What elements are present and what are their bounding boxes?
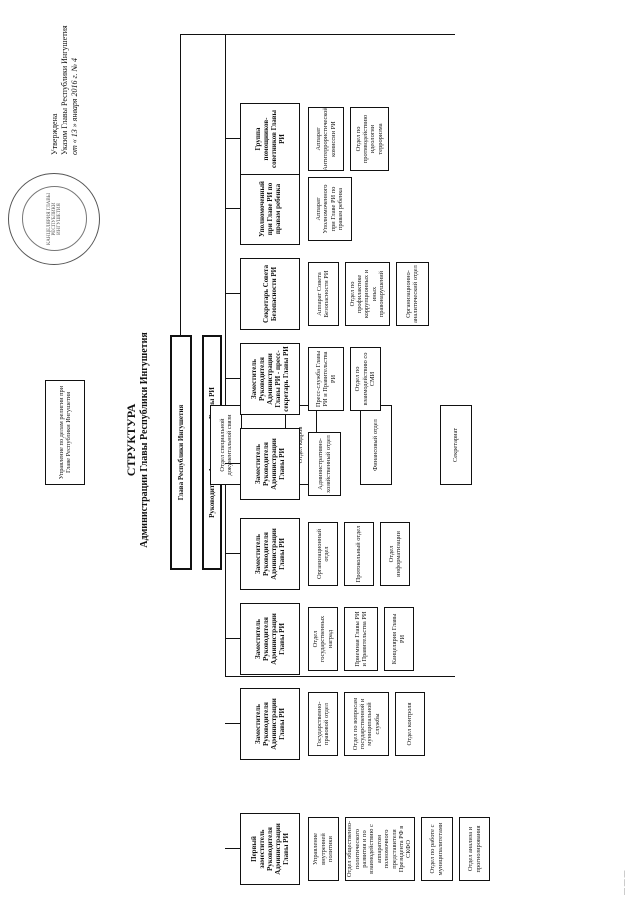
right-vertical-line: [180, 34, 455, 35]
document-title: СТРУКТУРА Администрации Главы Республики…: [124, 275, 150, 605]
column-8-item-0: Аппарат Антитеррористической комиссии РИ: [308, 107, 344, 171]
column-head-2: Заместитель Руководителя Администрации Г…: [240, 603, 300, 675]
column-item-label: Отдел информатизации: [387, 531, 402, 577]
column-head-1: Заместитель Руководителя Администрации Г…: [240, 688, 300, 760]
column-0-item-2: Отдел по работе с муниципалитетами: [420, 817, 454, 881]
head-bus-line: [180, 35, 181, 335]
column-item-label: Отдел по профилактике коррупционных и ин…: [348, 269, 386, 319]
column-head-label: Группа помощников-советников Главы РИ: [253, 110, 287, 168]
column-2-item-2: Канцелярия Главы РИ: [383, 607, 414, 671]
column-item-label: Отдел по взаимодействию со СМИ: [354, 352, 376, 406]
column-item-label: Государственно-правовой отдел: [315, 701, 330, 747]
column-head-label: Первый заместитель Руководителя Админист…: [249, 823, 291, 875]
column-3-item-2: Отдел информатизации: [380, 522, 410, 586]
column-5-item-0: Пресс-служба Главы РИ и Правительства РИ: [308, 347, 344, 411]
column-head-0: Первый заместитель Руководителя Админист…: [240, 813, 300, 885]
title-line-2: Администрации Главы Республики Ингушетия: [139, 332, 150, 548]
bottom-religion: Управление по делам религии при Главе Ре…: [45, 380, 85, 485]
column-6-item-2: Организационно-аналитический отдел: [395, 262, 429, 326]
column-item-label: Отдел общественно-политического развития…: [346, 820, 413, 878]
column-head-7: Уполномоченный при Главе РИ по правам ре…: [240, 173, 300, 245]
column-7-item-0: Аппарат Уполномоченного при Главе РИ по …: [308, 177, 352, 241]
column-item-label: Приемная Главы РИ и Правительства РИ: [353, 611, 368, 667]
column-head-label: Заместитель Руководителя Администрации Г…: [253, 438, 287, 490]
column-head-6: Секретарь Совета Безопасности РИ: [240, 258, 300, 330]
column-item-label: Канцелярия Главы РИ: [391, 613, 406, 665]
scan-marks: — — —: [620, 870, 628, 896]
column-connector: [225, 378, 240, 379]
approval-block: Утверждена Указом Главы Республики Ингуш…: [50, 0, 80, 155]
bottom-special-comms-label: Отдел специальной документальной связи: [218, 414, 233, 476]
column-head-5: Заместитель Руководителя Администрации Г…: [240, 343, 300, 415]
seal-text: КАНЦЕЛЯРИЯ ГЛАВЫ РЕСПУБЛИКИ ИНГУШЕТИЯ: [46, 192, 62, 246]
column-item-label: Управление внутренней политики: [312, 832, 334, 866]
column-1-item-2: Отдел контроля: [394, 692, 425, 756]
column-head-4: Заместитель Руководителя Администрации Г…: [240, 428, 300, 500]
column-item-label: Отдел по противодействию идеологии терро…: [354, 114, 384, 164]
column-item-label: Аппарат Уполномоченного при Главе РИ по …: [315, 184, 345, 234]
column-connector: [225, 463, 240, 464]
head-of-republic-label: Глава Республики Ингушетия: [176, 404, 185, 501]
column-item-label: Отдел по работе с муниципалитетами: [429, 822, 444, 876]
column-2-item-0: Отдел государственных наград: [308, 607, 338, 671]
column-4-item-0: Административно-хозяйственный отдел: [308, 432, 342, 496]
column-item-label: Аппарат Совета Безопасности РИ: [315, 270, 331, 318]
title-line-1: СТРУКТУРА: [124, 403, 138, 477]
column-5-item-1: Отдел по взаимодействию со СМИ: [350, 347, 381, 411]
bottom-finance: Финансовый отдел: [360, 405, 392, 485]
column-0-item-3: Отдел анализа и прогнозирования: [459, 817, 491, 881]
column-item-label: Пресс-служба Главы РИ и Правительства РИ: [314, 350, 337, 408]
bottom-secretariat-label: Секретариат: [452, 427, 460, 463]
column-8-item-1: Отдел по противодействию идеологии терро…: [350, 107, 389, 171]
column-head-label: Заместитель Руководителя Администрации Г…: [249, 346, 291, 412]
column-3-item-1: Протокольный отдел: [344, 522, 374, 586]
column-0-item-1: Отдел общественно-политического развития…: [344, 817, 415, 881]
column-item-label: Отдел анализа и прогнозирования: [467, 825, 482, 873]
column-head-3: Заместитель Руководителя Администрации Г…: [240, 518, 300, 590]
bottom-special-comms: Отдел специальной документальной связи: [210, 405, 242, 485]
column-item-label: Организационно-аналитический отдел: [404, 265, 420, 323]
approval-line-2: Указом Главы Республики Ингушетия: [60, 25, 69, 155]
column-connector: [225, 638, 240, 639]
column-connector: [225, 553, 240, 554]
column-connector: [225, 138, 240, 139]
column-connector: [225, 848, 240, 849]
seal-inner-ring: КАНЦЕЛЯРИЯ ГЛАВЫ РЕСПУБЛИКИ ИНГУШЕТИЯ: [21, 186, 87, 252]
admin-bus-line: [225, 35, 226, 677]
approval-line-1: Утверждена: [50, 113, 59, 155]
bottom-religion-label: Управление по делам религии при Главе Ре…: [57, 385, 72, 480]
column-connector: [225, 293, 240, 294]
column-head-label: Уполномоченный при Главе РИ по правам ре…: [257, 181, 283, 237]
column-head-label: Заместитель Руководителя Администрации Г…: [253, 698, 287, 750]
head-of-republic-box: Глава Республики Ингушетия: [170, 335, 192, 570]
bottom-secretariat: Секретариат: [440, 405, 472, 485]
column-2-item-1: Приемная Главы РИ и Правительства РИ: [344, 607, 378, 671]
bottom-finance-label: Финансовый отдел: [372, 419, 380, 471]
column-head-8: Группа помощников-советников Главы РИ: [240, 103, 300, 175]
column-item-label: Протокольный отдел: [355, 525, 363, 583]
column-0-item-0: Управление внутренней политики: [308, 817, 339, 881]
column-item-label: Отдел государственных наград: [311, 615, 334, 663]
column-3-item-0: Организационный отдел: [308, 522, 338, 586]
column-item-label: Организационный отдел: [315, 528, 330, 580]
column-1-item-1: Отдел по вопросам государственной и муни…: [344, 692, 389, 756]
column-1-item-0: Государственно-правовой отдел: [308, 692, 338, 756]
column-item-label: Аппарат Антитеррористической комиссии РИ: [314, 107, 337, 171]
left-vertical-line: [225, 676, 455, 677]
column-head-label: Заместитель Руководителя Администрации Г…: [253, 613, 287, 665]
column-connector: [225, 208, 240, 209]
column-connector: [225, 723, 240, 724]
column-6-item-1: Отдел по профилактике коррупционных и ин…: [344, 262, 390, 326]
column-6-item-0: Аппарат Совета Безопасности РИ: [308, 262, 339, 326]
approval-line-3: от « 13 » января 2016 г. № 4: [70, 57, 79, 155]
official-seal: КАНЦЕЛЯРИЯ ГЛАВЫ РЕСПУБЛИКИ ИНГУШЕТИЯ: [8, 173, 100, 265]
column-item-label: Отдел контроля: [406, 702, 414, 746]
column-item-label: Административно-хозяйственный отдел: [317, 435, 332, 493]
column-head-label: Секретарь Совета Безопасности РИ: [261, 265, 278, 323]
column-head-label: Заместитель Руководителя Администрации Г…: [253, 528, 287, 580]
column-item-label: Отдел по вопросам государственной и муни…: [351, 697, 381, 751]
